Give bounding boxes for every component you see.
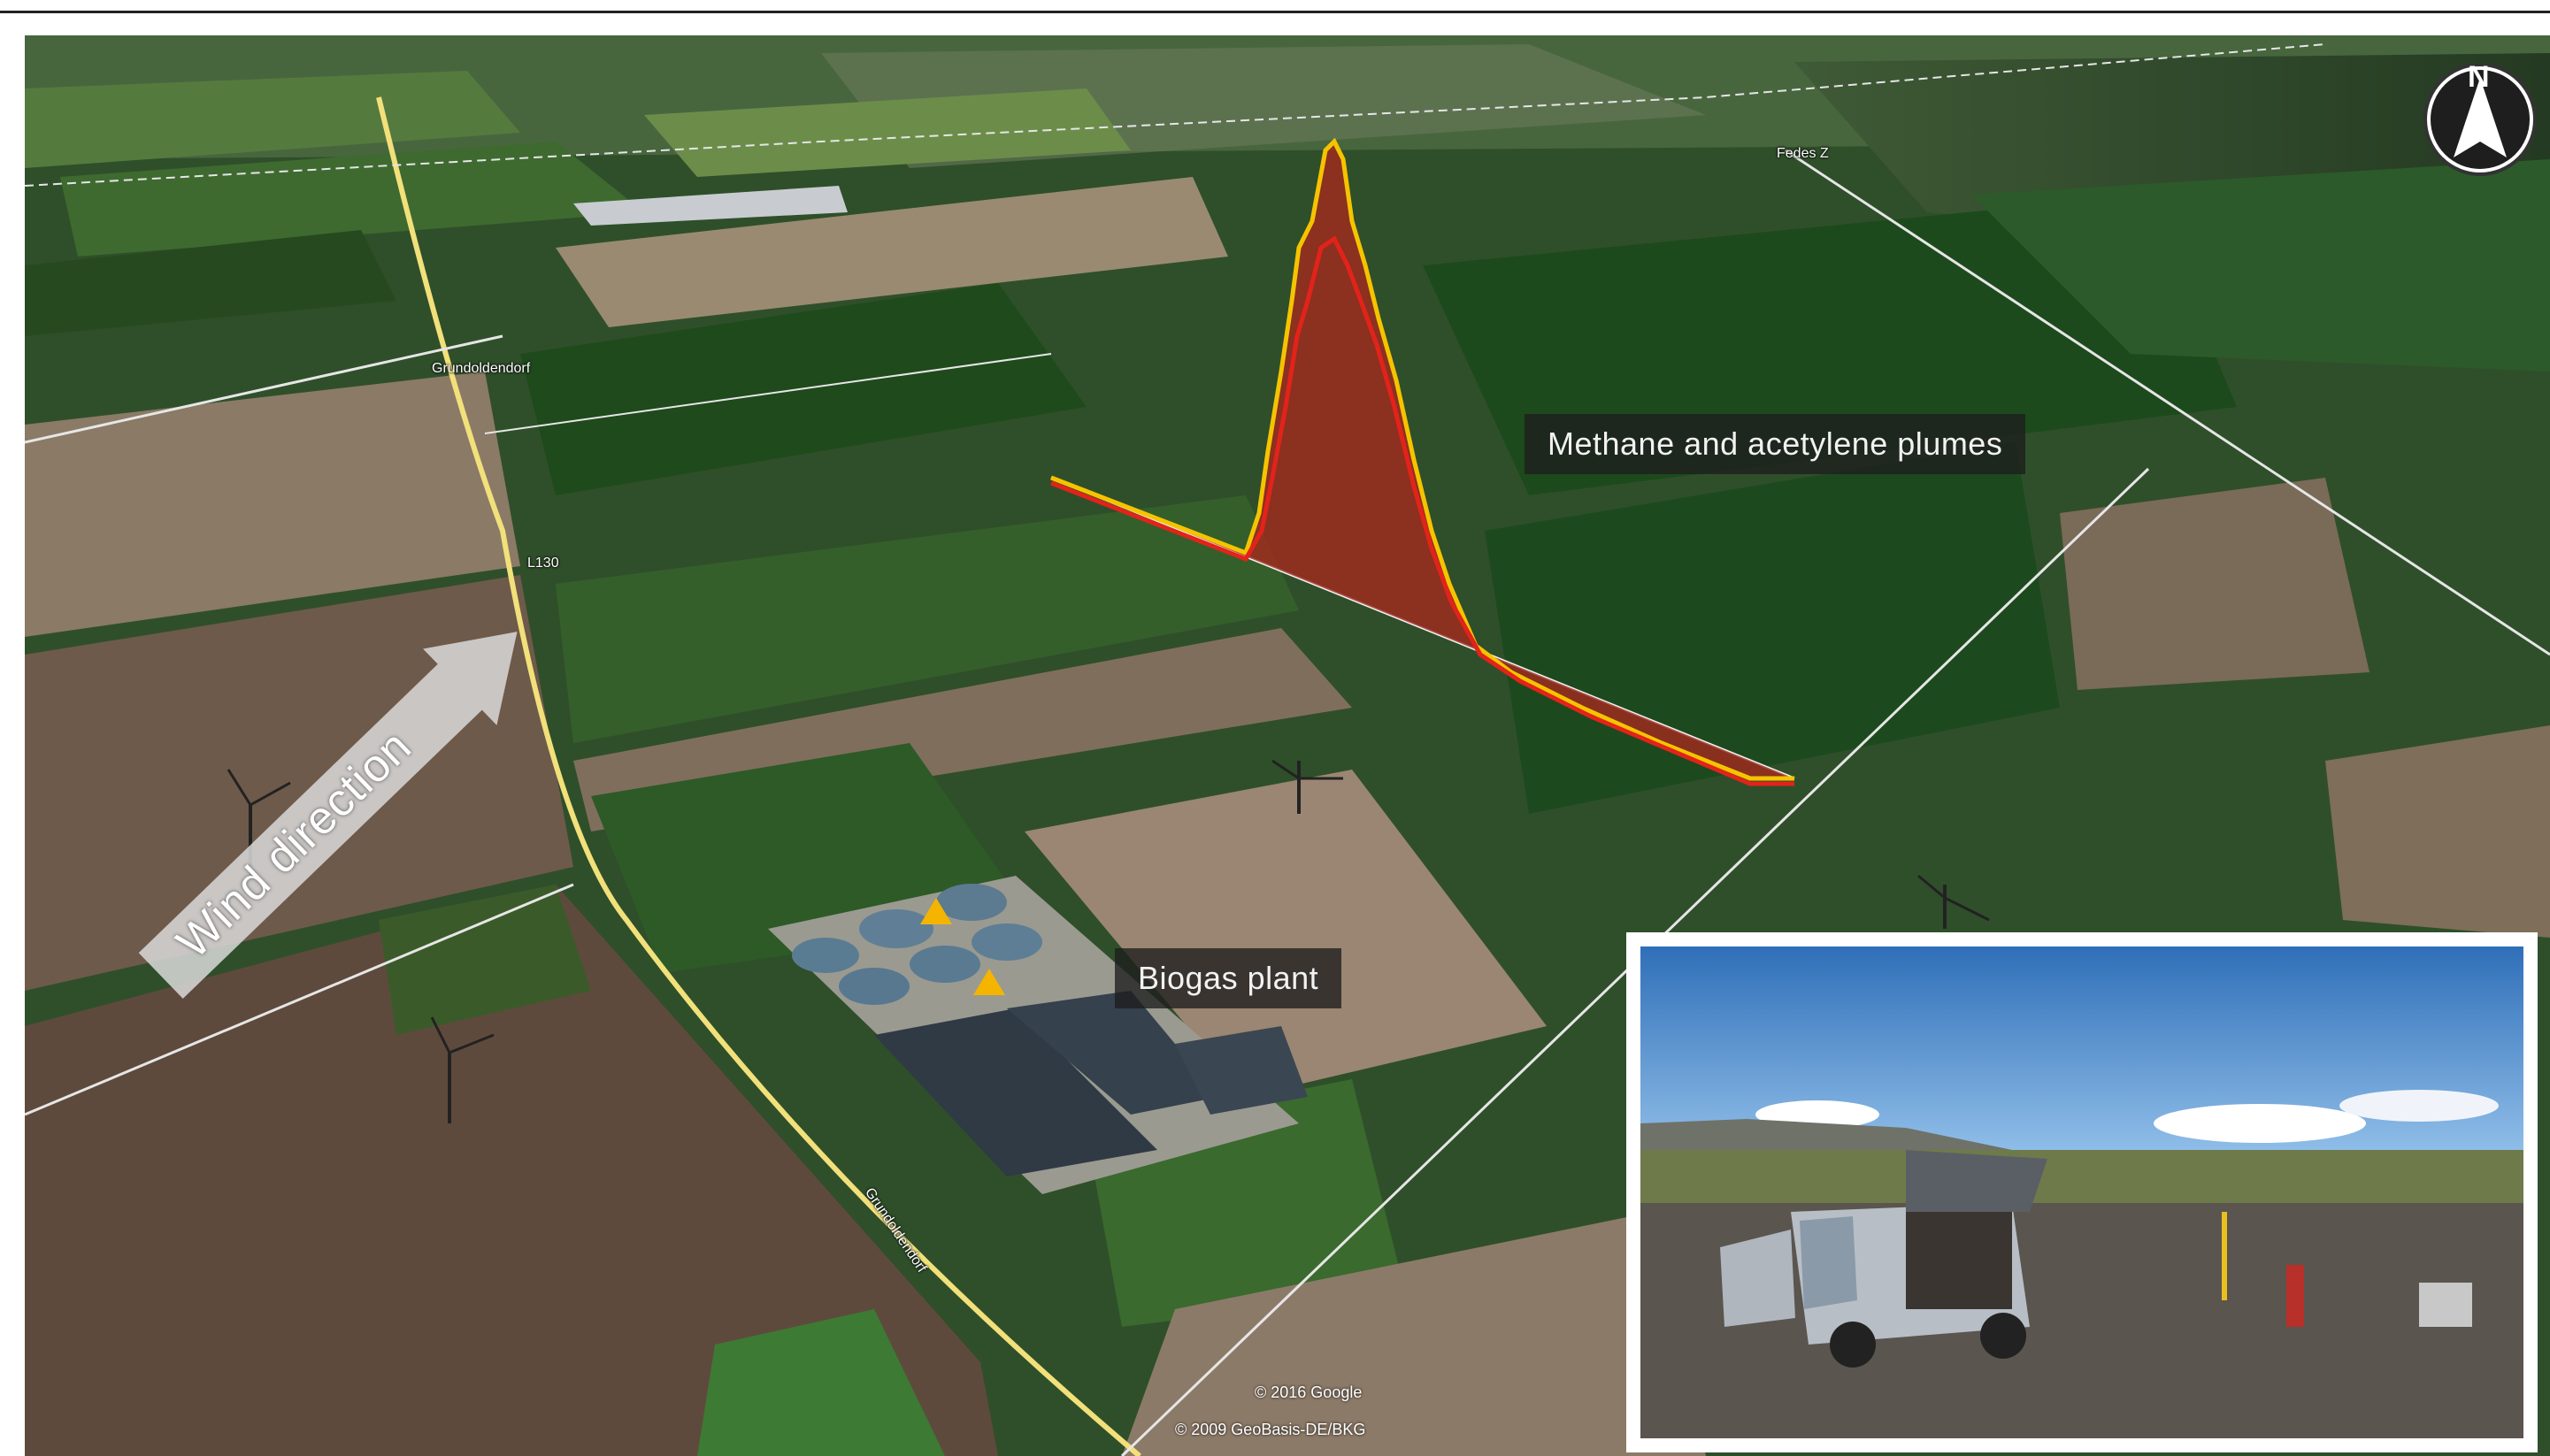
- digester-tank: [910, 946, 980, 983]
- wind-direction-arrow: Wind direction: [124, 594, 557, 1017]
- compass-north-label: N: [2468, 60, 2490, 94]
- road: [25, 883, 574, 1116]
- wind-turbine: [1271, 759, 1343, 814]
- field: [1025, 770, 1547, 1097]
- town-label: Fedes Z: [1777, 146, 1829, 161]
- field: [556, 177, 1228, 327]
- field: [25, 372, 520, 637]
- measurement-van: [1720, 1150, 2047, 1368]
- aerial-map[interactable]: [25, 35, 2550, 1456]
- road: [484, 353, 1052, 434]
- greenhouse: [573, 186, 848, 226]
- concrete-block: [2419, 1283, 2472, 1327]
- field: [644, 88, 1131, 177]
- source-marker-2[interactable]: [973, 969, 1005, 995]
- digester-tank: [859, 909, 933, 948]
- copyright-geobasis: © 2009 GeoBasis-DE/BKG: [1175, 1421, 1366, 1438]
- storage-roof: [1175, 1026, 1308, 1115]
- inset-photo[interactable]: [1626, 932, 2538, 1452]
- mountain: [1640, 1119, 2012, 1159]
- road: [25, 334, 503, 444]
- plume-label: Methane and acetylene plumes: [1525, 414, 2026, 474]
- digester-tank: [936, 884, 1007, 921]
- cloud: [2154, 1104, 2366, 1143]
- digester-tank: [839, 968, 910, 1005]
- grass: [1640, 1150, 2523, 1203]
- road-l130-label: L130: [527, 556, 559, 571]
- wind-turbine: [1917, 874, 1990, 929]
- plume-profile[interactable]: [1050, 137, 1794, 786]
- field: [1971, 159, 2550, 372]
- field: [60, 142, 644, 257]
- methane-plume-line: [1050, 235, 1794, 786]
- field: [556, 495, 1299, 743]
- village-label: Grundoldendorf: [432, 361, 531, 376]
- gas-cylinder: [2286, 1265, 2304, 1327]
- top-rule: [0, 11, 2550, 13]
- arrow-icon: [138, 632, 518, 1000]
- road: [25, 43, 2326, 187]
- biogas-label: Biogas plant: [1115, 948, 1342, 1008]
- field: [1122, 1212, 1706, 1456]
- storage-roof: [874, 1008, 1157, 1176]
- field: [2325, 725, 2550, 938]
- compass-rose: [2423, 63, 2537, 176]
- acetylene-plume-line: [1050, 137, 1794, 781]
- map-scene[interactable]: Methane and acetylene plumes Biogas plan…: [25, 35, 2550, 1456]
- field: [25, 885, 998, 1456]
- source-marker-1[interactable]: [920, 898, 952, 924]
- wind-turbine: [430, 1016, 495, 1123]
- road: [1785, 149, 2550, 656]
- field: [25, 230, 396, 336]
- field: [25, 71, 520, 168]
- copyright-google: © 2016 Google: [1255, 1383, 1363, 1401]
- north-arrow-icon: [2454, 78, 2507, 157]
- digester-tank: [792, 938, 859, 973]
- road-grundoldendorf: [376, 96, 1141, 1456]
- digester-tank: [972, 923, 1042, 961]
- field: [2060, 478, 2370, 690]
- field: [697, 1309, 945, 1456]
- measurement-vehicle-photo: [1640, 946, 2523, 1438]
- storage-roof: [1007, 991, 1219, 1115]
- field: [379, 885, 591, 1035]
- cloud: [2339, 1090, 2499, 1122]
